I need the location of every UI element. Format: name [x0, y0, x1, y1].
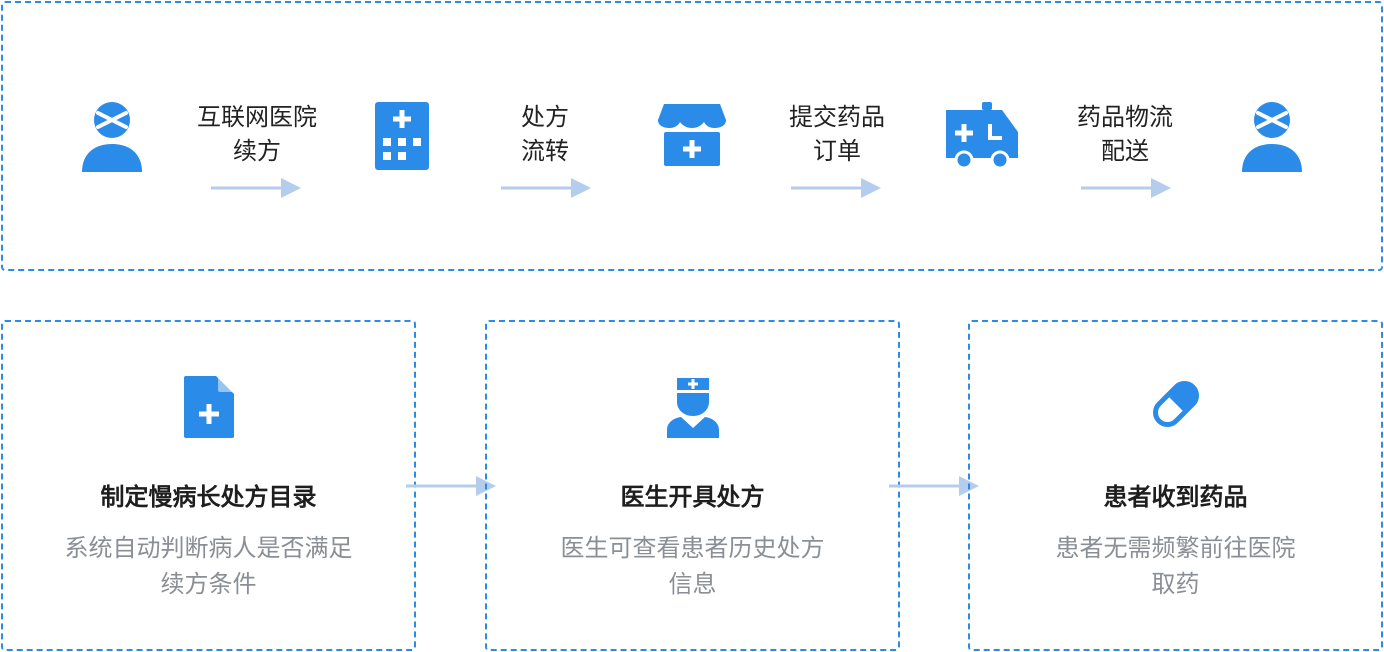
step-label-logistics-delivery: 药品物流 配送	[1077, 103, 1173, 165]
doctor-icon	[666, 376, 719, 442]
prescription-document-icon	[183, 376, 234, 442]
arrow-right-icon	[211, 176, 303, 200]
card-title: 患者收到药品	[1103, 483, 1248, 511]
pharmacy-icon	[658, 104, 726, 168]
arrow-right-icon	[501, 176, 593, 200]
arrow-right-icon	[791, 176, 883, 200]
ambulance-icon	[944, 102, 1020, 170]
arrow-right-icon	[1081, 176, 1173, 200]
card-description: 患者无需频繁前往医院 取药	[1055, 534, 1296, 598]
card-title: 医生开具处方	[620, 483, 765, 511]
step-label-prescription-transfer: 处方 流转	[521, 103, 569, 165]
prescription-flow-panel	[1, 1, 1383, 271]
card-description: 医生可查看患者历史处方 信息	[560, 534, 825, 598]
hospital-icon	[375, 102, 429, 170]
patient-icon	[1240, 100, 1304, 172]
card-chronic-prescription-catalog: 制定慢病长处方目录 系统自动判断病人是否满足 续方条件	[1, 320, 416, 651]
card-doctor-prescribes: 医生开具处方 医生可查看患者历史处方 信息	[485, 320, 900, 651]
pill-icon	[1148, 376, 1204, 436]
card-description: 系统自动判断病人是否满足 续方条件	[64, 534, 353, 598]
step-label-online-hospital: 互联网医院 续方	[197, 103, 317, 165]
patient-icon	[80, 100, 144, 172]
card-title: 制定慢病长处方目录	[100, 483, 317, 511]
step-label-submit-order: 提交药品 订单	[789, 103, 885, 165]
card-patient-receives-medicine: 患者收到药品 患者无需频繁前往医院 取药	[968, 320, 1383, 651]
